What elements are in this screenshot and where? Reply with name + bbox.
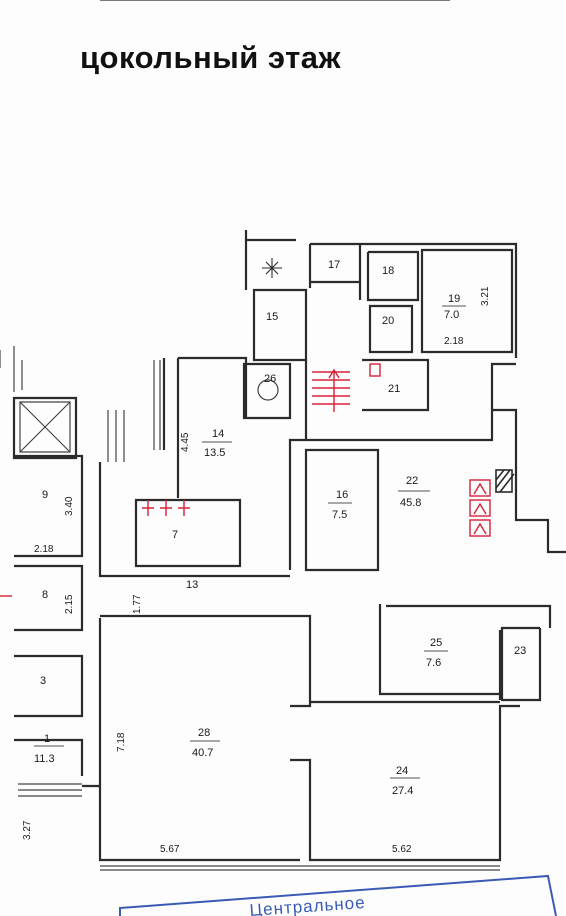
room-18-number: 18 — [382, 265, 394, 277]
room-16-area: 7.5 — [332, 509, 347, 521]
room-15-walls — [252, 288, 308, 362]
dimension-label: 3.40 — [64, 496, 75, 516]
toilet-fixture — [257, 379, 279, 401]
utility-marks — [0, 363, 491, 597]
dimension-label: 5.62 — [392, 844, 412, 855]
shaft-walls — [12, 396, 78, 460]
room-19-area: 7.0 — [444, 309, 459, 321]
room-25-walls — [378, 604, 502, 700]
fixture-icon — [262, 258, 282, 278]
room-24-area: 27.4 — [392, 785, 413, 797]
room-13-number: 13 — [186, 579, 198, 591]
dimension-label: 7.18 — [116, 732, 127, 752]
stamp-text: Центральное — [249, 893, 366, 916]
room-22-area: 45.8 — [400, 497, 421, 509]
room-9-walls — [14, 454, 84, 558]
room-21-number: 21 — [388, 383, 400, 395]
room-3-number: 3 — [40, 675, 46, 687]
room-20-number: 20 — [382, 315, 394, 327]
room-21-walls — [362, 358, 430, 412]
room-numbers: 1 11.3 3 7 8 9 13 14 13.5 15 16 7.5 17 1… — [34, 259, 526, 797]
dimension-label: 3.21 — [480, 286, 491, 306]
room-22-number: 22 — [406, 475, 418, 487]
room-25-number: 25 — [430, 637, 442, 649]
top-border-line — [100, 0, 450, 1]
room-24-number: 24 — [396, 765, 408, 777]
room-3-walls — [14, 654, 84, 718]
dimension-label: 4.45 — [180, 432, 191, 452]
room-1-area: 11.3 — [34, 753, 55, 765]
room-19-number: 19 — [448, 293, 460, 305]
room-7-walls — [134, 498, 242, 568]
dimension-label: 2.18 — [444, 336, 464, 347]
room-17-number: 17 — [328, 259, 340, 271]
room-23-number: 23 — [514, 645, 526, 657]
dimension-label: 3.27 — [22, 820, 33, 840]
room-19-walls — [420, 248, 514, 354]
room-28-number: 28 — [198, 727, 210, 739]
room-1-number: 1 — [44, 733, 50, 745]
room-28-area: 40.7 — [192, 747, 213, 759]
dimension-label: 2.15 — [64, 594, 75, 614]
room-9-number: 9 — [42, 489, 48, 501]
hatched-vent — [495, 469, 515, 493]
room-8-number: 8 — [42, 589, 48, 601]
room-20-walls — [368, 304, 414, 354]
dimension-label: 2.18 — [34, 544, 54, 555]
room-14-area: 13.5 — [204, 447, 225, 459]
room-14-number: 14 — [212, 428, 224, 440]
room-8-walls — [14, 564, 84, 632]
room-1-walls — [14, 738, 100, 788]
room-26-walls — [242, 362, 292, 420]
dimension-label: 5.67 — [160, 844, 180, 855]
plan-title: цокольный этаж — [80, 40, 341, 75]
dimension-labels: 3.21 2.18 4.45 3.40 2.18 2.15 1.77 7.18 … — [22, 286, 491, 855]
room-7-number: 7 — [172, 529, 178, 541]
room-16-number: 16 — [336, 489, 348, 501]
room-labels — [34, 305, 466, 779]
room-26-number: 26 — [264, 373, 276, 385]
room-25-area: 7.6 — [426, 657, 441, 669]
room-16-walls — [304, 448, 380, 572]
stamp: Центральное — [119, 874, 557, 916]
room-15-number: 15 — [266, 311, 278, 323]
dimension-label: 1.77 — [132, 594, 143, 614]
walls — [0, 230, 566, 871]
